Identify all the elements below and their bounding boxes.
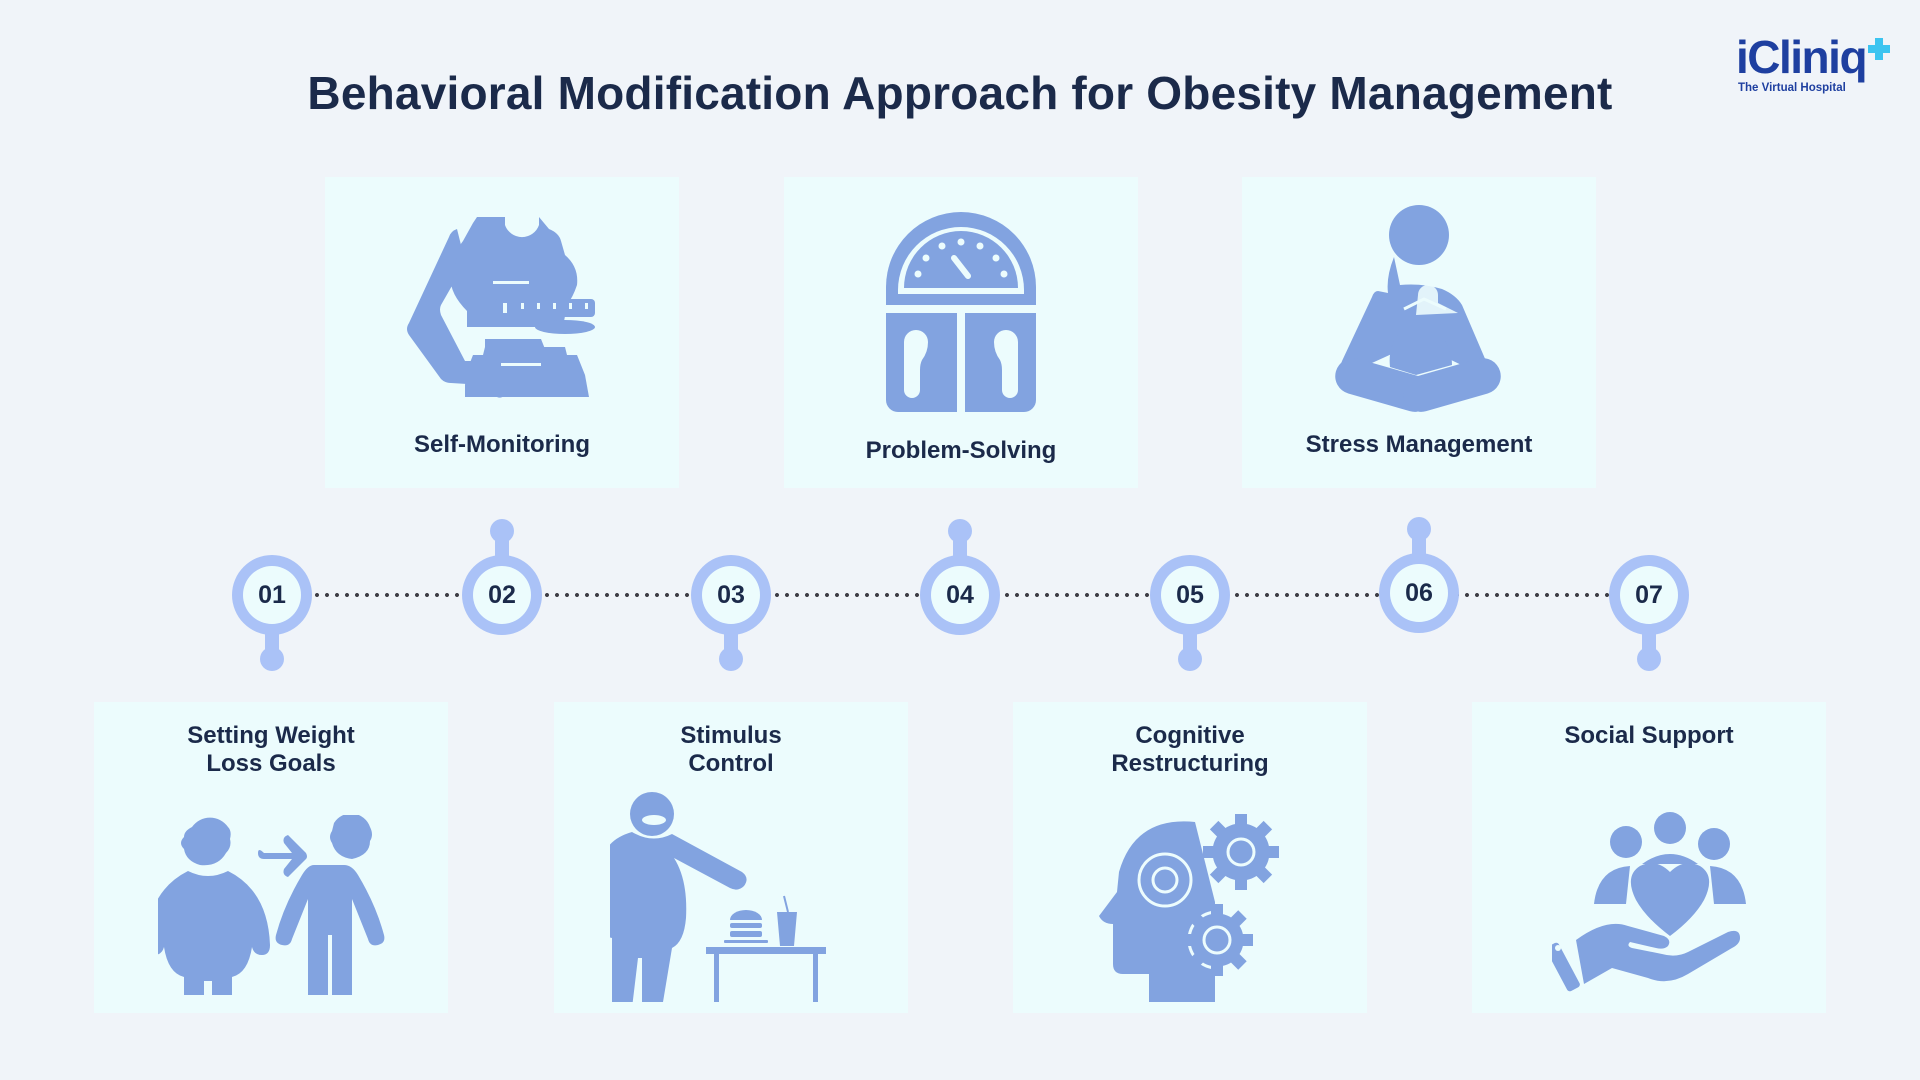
plus-icon [1868,38,1890,60]
person-refusing-food-icon [610,792,826,1002]
card-social-support: Social Support [1472,702,1826,1013]
card-self-monitoring: Self-Monitoring [325,177,679,488]
step-label: Problem-Solving [865,437,1057,464]
step-number: 05 [1161,566,1219,624]
step-label: Stimulus Control [680,722,782,777]
step-label: Setting Weight Loss Goals [187,722,355,777]
step-number: 06 [1390,564,1448,622]
meditation-icon [1335,205,1501,412]
step-node-07: 07 [1609,555,1689,671]
step-node-01: 01 [232,555,312,671]
weight-loss-figures-icon [158,815,385,995]
iclinic-logo: iCliniq The Virtual Hospital [1736,31,1890,100]
step-node-02: 02 [462,519,542,635]
step-number: 03 [702,566,760,624]
step-node-06: 06 [1379,517,1459,633]
step-number: 04 [931,566,989,624]
step-label: Self-Monitoring [414,431,590,458]
weighing-scale-icon [886,212,1036,412]
measuring-tape-torso-icon [407,217,595,398]
step-node-03: 03 [691,555,771,671]
step-number: 01 [243,566,301,624]
step-number: 02 [473,566,531,624]
card-setting-weight-loss-goals: Setting Weight Loss Goals [94,702,448,1013]
card-stress-management: Stress Management [1242,177,1596,488]
logo-brand: iCliniq [1736,31,1868,83]
card-stimulus-control: Stimulus Control [554,702,908,1013]
hand-heart-people-icon [1552,812,1746,992]
head-gears-icon [1099,814,1279,1002]
card-problem-solving: Problem-Solving [784,177,1138,488]
card-cognitive-restructuring: Cognitive Restructuring [1013,702,1367,1013]
step-label: Cognitive Restructuring [1111,722,1269,777]
step-node-04: 04 [920,519,1000,635]
logo-tagline: The Virtual Hospital [1738,82,1846,94]
page-title: Behavioral Modification Approach for Obe… [307,67,1613,119]
step-number: 07 [1620,566,1678,624]
step-label: Stress Management [1305,431,1533,458]
step-label: Social Support [1564,722,1734,749]
step-node-05: 05 [1150,555,1230,671]
